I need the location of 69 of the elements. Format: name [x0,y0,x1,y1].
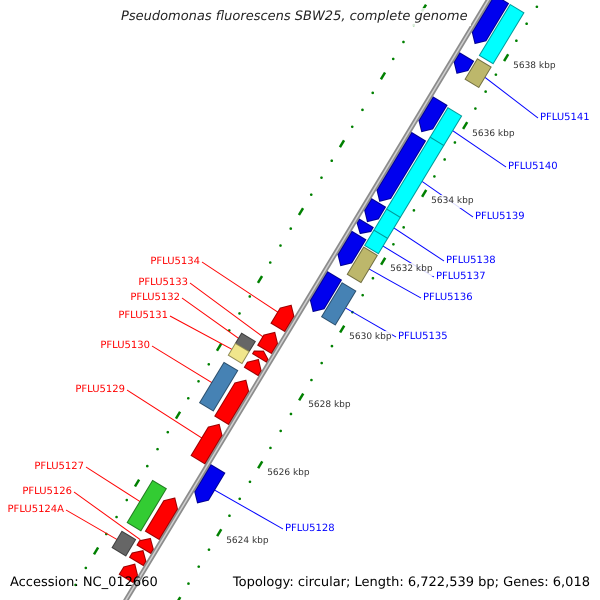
gene-feature [376,132,426,202]
gene-block [228,342,250,364]
scale-label: 5634 kbp [431,195,474,208]
gene-feature [190,424,223,464]
gene-block [373,208,401,240]
gene-feature [337,230,366,266]
leader-line [190,282,264,338]
gene-feature [136,538,154,554]
scale-label: 5624 kbp [226,534,269,548]
gene-label: PFLU5138 [446,254,496,267]
gene-block [198,362,238,412]
leader-line [182,298,239,339]
gene-feature [472,0,510,44]
gene-label: PFLU5132 [130,291,180,304]
scale-label: 5636 kbp [472,128,515,141]
gene-block [464,58,492,88]
gene-label: PFLU5129 [75,383,125,396]
gene-label: PFLU5141 [540,111,590,124]
leader-line [214,490,284,530]
gene-feature [310,271,342,312]
gene-label: PFLU5127 [34,460,84,473]
leader-line [452,130,506,168]
gene-feature [244,358,262,376]
gene-label: PFLU5140 [508,160,558,173]
gene-block [320,282,356,326]
gene-feature [214,380,250,426]
leader-line [484,76,538,118]
gene-block [111,530,136,557]
gene-label: PFLU5137 [436,270,486,283]
leader-line [368,268,422,298]
gene-label: PFLU5128 [285,522,335,535]
gene-feature [128,550,146,566]
gene-block [346,246,378,284]
gene-feature [252,350,268,363]
gene-feature [270,304,294,332]
title: Pseudomonas fluorescens SBW25, complete genome [118,8,471,26]
footer-text: Accession: NC_012660 [10,575,158,591]
gene-block [126,480,167,532]
leader-line [66,510,118,540]
gene-label: PFLU5124A [8,503,64,516]
gene-label: PFLU5135 [398,330,448,343]
scale-label: 5638 kbp [513,60,556,73]
leader-line [86,466,140,502]
gene-label: PFLU5139 [475,210,525,223]
gene-feature [356,218,374,234]
scale-label: 5628 kbp [308,398,351,412]
gene-feature [454,52,474,74]
gene-label: PFLU5131 [118,309,168,322]
gene-feature [418,96,448,132]
leader-line [170,316,232,350]
gene-feature [194,464,226,504]
leader-line [393,227,444,262]
scale-label: 5632 kbp [390,263,433,276]
gene-label: PFLU5134 [150,255,200,268]
leader-line [202,262,278,313]
gene-label: PFLU5126 [22,485,72,498]
gene-feature [144,497,178,540]
scale-label: 5626 kbp [267,466,310,480]
footer-text: Topology: circular; Length: 6,722,539 bp; Genes: 6,018 [232,575,590,591]
leader-line [152,346,212,384]
leader-line [126,390,202,438]
leader-line [345,308,396,338]
leader-line [74,492,141,540]
gene-block [234,332,256,352]
gene-block [429,107,462,146]
gene-label: PFLU5136 [423,291,473,304]
gene-label: PFLU5130 [100,339,150,352]
gene-block [364,230,388,254]
gene-label: PFLU5133 [138,276,188,289]
